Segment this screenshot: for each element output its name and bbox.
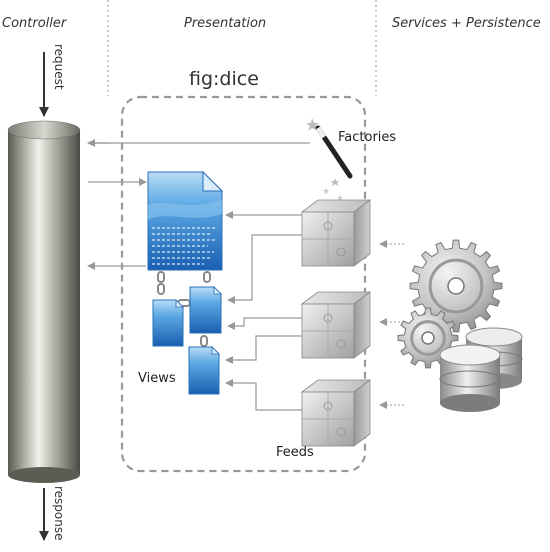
view-document-2 (189, 286, 222, 334)
view-document-1 (152, 299, 184, 347)
feeds-label: Feeds (276, 445, 314, 460)
request-label: request (52, 44, 66, 90)
controller-cylinder (7, 120, 81, 483)
main-view-document (147, 170, 224, 271)
controller-column-title: Controller (2, 16, 67, 31)
controller-connectors (87, 139, 310, 270)
response-label: response (52, 486, 66, 541)
database-icon (439, 327, 523, 412)
views-label: Views (138, 371, 176, 386)
feed-to-view-connectors (225, 211, 302, 411)
large-gear-icon (409, 239, 503, 333)
feed-cube-1 (300, 199, 372, 267)
service-to-feed-connectors (379, 240, 404, 409)
presentation-column-title: Presentation (184, 16, 267, 31)
services-column-title: Services + Persistence (392, 16, 541, 31)
factories-wand-icon (306, 118, 353, 201)
diagram-title: fig:dice (189, 68, 259, 90)
view-document-3 (188, 346, 220, 395)
feed-cube-2 (300, 291, 372, 359)
feed-cube-3 (300, 379, 372, 447)
view-chain-links (157, 271, 211, 347)
factories-label: Factories (338, 130, 397, 145)
